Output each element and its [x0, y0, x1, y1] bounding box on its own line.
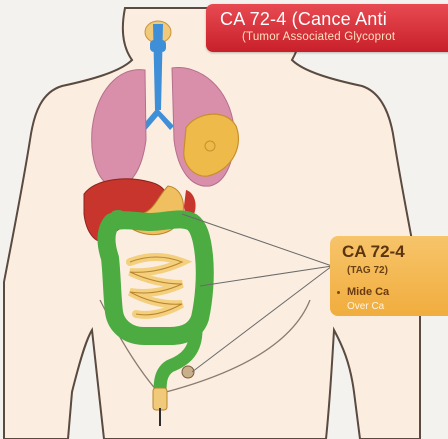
bullet-icon: [337, 291, 340, 294]
marker-alias: (TAG 72): [347, 265, 388, 276]
larynx: [150, 40, 166, 52]
marker-item-1: Mide Ca: [347, 286, 389, 298]
body-silhouette: [4, 8, 420, 439]
marker-name: CA 72-4: [342, 242, 405, 262]
title-banner: CA 72-4 (Cance Anti (Tumor Associated Gl…: [206, 4, 448, 52]
marker-item-2: Over Ca: [347, 301, 384, 312]
banner-title: CA 72-4 (Cance Anti: [220, 9, 387, 30]
marker-label-box: CA 72-4 (TAG 72) Mide Ca Over Ca: [330, 236, 448, 316]
rectum: [153, 388, 167, 410]
banner-subtitle: (Tumor Associated Glycoprot: [242, 31, 395, 43]
